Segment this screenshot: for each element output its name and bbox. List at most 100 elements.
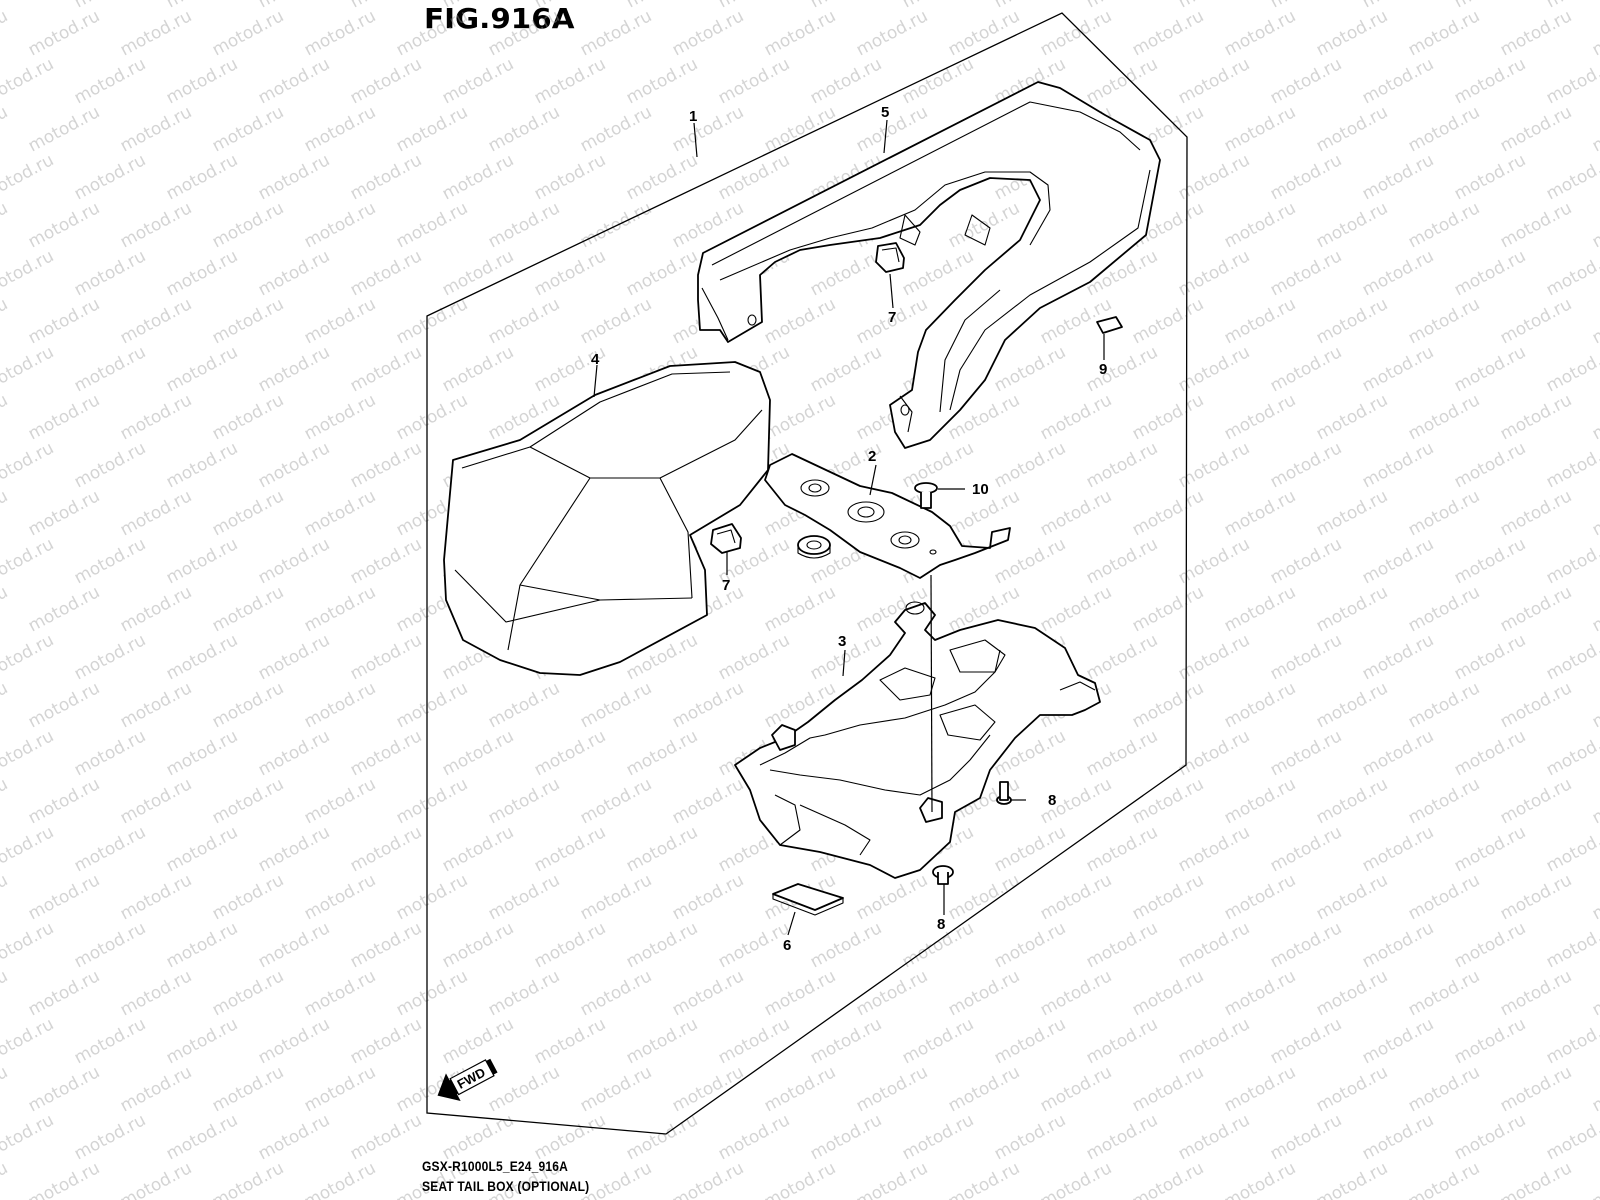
watermark-text: motod.ru bbox=[623, 150, 701, 204]
watermark-text: motod.ru bbox=[1543, 822, 1600, 876]
watermark-text: motod.ru bbox=[1451, 438, 1529, 492]
watermark-text: motod.ru bbox=[209, 198, 287, 252]
leader-lines bbox=[593, 119, 1105, 936]
watermark-text: motod.ru bbox=[0, 678, 11, 732]
watermark-text: motod.ru bbox=[1313, 102, 1391, 156]
watermark-text: motod.ru bbox=[669, 870, 747, 924]
watermark-text: motod.ru bbox=[255, 1110, 333, 1164]
watermark-text: motod.ru bbox=[1129, 870, 1207, 924]
figure-name: SEAT TAIL BOX (OPTIONAL) bbox=[422, 1178, 590, 1194]
watermark-text: motod.ru bbox=[1543, 1110, 1600, 1164]
watermark-text: motod.ru bbox=[1451, 1110, 1529, 1164]
watermark-text: motod.ru bbox=[1589, 678, 1600, 732]
watermark-text: motod.ru bbox=[1267, 726, 1345, 780]
watermark-text: motod.ru bbox=[623, 822, 701, 876]
callout-8-lower: 8 bbox=[937, 916, 945, 933]
watermark-text: motod.ru bbox=[807, 54, 885, 108]
watermark-text: motod.ru bbox=[1267, 534, 1345, 588]
callout-4: 4 bbox=[591, 351, 600, 368]
callout-7-upper: 7 bbox=[888, 309, 896, 326]
part-base-frame[interactable] bbox=[734, 601, 1101, 879]
part-bracket-plate[interactable] bbox=[764, 453, 1011, 579]
callout-5: 5 bbox=[881, 104, 889, 121]
watermark-text: motod.ru bbox=[669, 1062, 747, 1116]
callout-1: 1 bbox=[689, 108, 697, 125]
part-pad-9[interactable] bbox=[1096, 316, 1123, 334]
watermark-text: motod.ru bbox=[623, 1014, 701, 1068]
watermark-text: motod.ru bbox=[439, 54, 517, 108]
watermark-text: motod.ru bbox=[255, 822, 333, 876]
watermark-text: motod.ru bbox=[1543, 918, 1600, 972]
watermark-text: motod.ru bbox=[163, 822, 241, 876]
part-clip-upper[interactable] bbox=[875, 242, 905, 273]
watermark-text: motod.ru bbox=[117, 1158, 195, 1200]
watermark-text: motod.ru bbox=[899, 1110, 977, 1164]
watermark-text: motod.ru bbox=[1543, 150, 1600, 204]
watermark-text: motod.ru bbox=[1359, 918, 1437, 972]
watermark-text: motod.ru bbox=[1037, 870, 1115, 924]
watermark-text: motod.ru bbox=[71, 1110, 149, 1164]
watermark-text: motod.ru bbox=[1083, 342, 1161, 396]
watermark-text: motod.ru bbox=[0, 1014, 57, 1068]
watermark-text: motod.ru bbox=[1267, 150, 1345, 204]
part-pad-6[interactable] bbox=[772, 883, 844, 916]
watermark-text: motod.ru bbox=[1497, 870, 1575, 924]
watermark-text: motod.ru bbox=[1267, 822, 1345, 876]
watermark-text: motod.ru bbox=[117, 486, 195, 540]
watermark-text: motod.ru bbox=[761, 294, 839, 348]
watermark-text: motod.ru bbox=[623, 918, 701, 972]
watermark-text: motod.ru bbox=[393, 966, 471, 1020]
watermark-text: motod.ru bbox=[209, 294, 287, 348]
watermark-text: motod.ru bbox=[807, 0, 885, 12]
watermark-text: motod.ru bbox=[1083, 726, 1161, 780]
watermark-text: motod.ru bbox=[0, 102, 11, 156]
part-clip-lower[interactable] bbox=[710, 523, 742, 554]
watermark-text: motod.ru bbox=[301, 486, 379, 540]
part-tail-cover[interactable] bbox=[697, 81, 1161, 449]
watermark-text: motod.ru bbox=[1267, 246, 1345, 300]
watermark-text: motod.ru bbox=[1589, 1158, 1600, 1200]
watermark-text: motod.ru bbox=[669, 966, 747, 1020]
callout-10: 10 bbox=[972, 481, 989, 498]
part-grommet[interactable] bbox=[797, 535, 831, 559]
watermark-text: motod.ru bbox=[1267, 0, 1345, 12]
watermark-text: motod.ru bbox=[71, 918, 149, 972]
watermark-text: motod.ru bbox=[1175, 1014, 1253, 1068]
watermark-text: motod.ru bbox=[347, 1014, 425, 1068]
watermark-text: motod.ru bbox=[807, 918, 885, 972]
watermark-text: motod.ru bbox=[1543, 54, 1600, 108]
watermark-text: motod.ru bbox=[393, 198, 471, 252]
watermark-text: motod.ru bbox=[853, 870, 931, 924]
watermark-text: motod.ru bbox=[71, 438, 149, 492]
watermark-text: motod.ru bbox=[71, 150, 149, 204]
watermark-text: motod.ru bbox=[209, 102, 287, 156]
watermark-text: motod.ru bbox=[1129, 774, 1207, 828]
watermark-text: motod.ru bbox=[0, 198, 11, 252]
watermark-text: motod.ru bbox=[71, 630, 149, 684]
callout-labels: 1 2 3 4 5 6 7 7 8 8 9 10 bbox=[591, 104, 1107, 954]
watermark-text: motod.ru bbox=[117, 6, 195, 60]
part-screw-8-lower[interactable] bbox=[932, 865, 954, 885]
part-screw-10[interactable] bbox=[914, 482, 938, 509]
watermark-text: motod.ru bbox=[1451, 54, 1529, 108]
watermark-text: motod.ru bbox=[1589, 486, 1600, 540]
watermark-text: motod.ru bbox=[991, 822, 1069, 876]
part-seat-pad[interactable] bbox=[443, 361, 771, 676]
watermark-text: motod.ru bbox=[163, 438, 241, 492]
watermark-text: motod.ru bbox=[439, 1110, 517, 1164]
watermark-text: motod.ru bbox=[439, 822, 517, 876]
watermark-text: motod.ru bbox=[1175, 54, 1253, 108]
watermark-text: motod.ru bbox=[1405, 966, 1483, 1020]
watermark-text: motod.ru bbox=[577, 6, 655, 60]
watermark-text: motod.ru bbox=[0, 870, 11, 924]
watermark-text: motod.ru bbox=[1221, 294, 1299, 348]
watermark-text: motod.ru bbox=[531, 822, 609, 876]
watermark-text: motod.ru bbox=[623, 1110, 701, 1164]
watermark-text: motod.ru bbox=[25, 198, 103, 252]
watermark-text: motod.ru bbox=[347, 150, 425, 204]
watermark-text: motod.ru bbox=[163, 726, 241, 780]
watermark-text: motod.ru bbox=[71, 726, 149, 780]
watermark-text: motod.ru bbox=[761, 1062, 839, 1116]
watermark-text: motod.ru bbox=[0, 246, 57, 300]
watermark-text: motod.ru bbox=[1497, 678, 1575, 732]
